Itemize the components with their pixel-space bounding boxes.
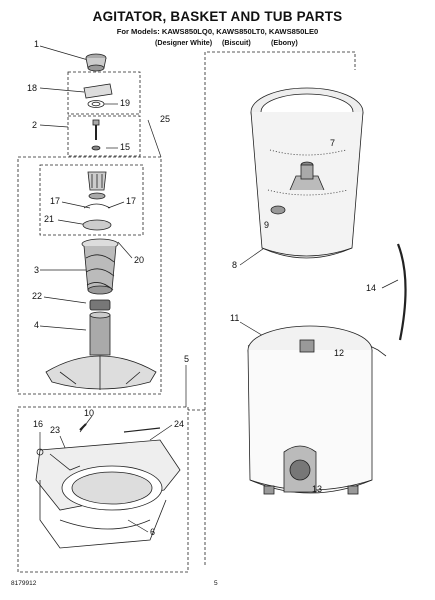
callout-17-left: 17 xyxy=(50,196,61,206)
callout-16: 16 xyxy=(33,419,44,429)
callout-6: 6 xyxy=(150,527,156,537)
wash-basket-part xyxy=(250,87,364,259)
callout-20: 20 xyxy=(134,255,145,265)
callout-1: 1 xyxy=(34,39,40,49)
callout-23: 23 xyxy=(50,425,61,435)
group-box-pump-base xyxy=(17,406,189,573)
callout-10: 10 xyxy=(84,408,95,418)
callout-15: 15 xyxy=(120,142,131,152)
callout-25: 25 xyxy=(160,114,171,124)
callout-22: 22 xyxy=(32,291,43,301)
callout-17-right: 17 xyxy=(126,196,137,206)
agitator-auger-part xyxy=(81,238,119,295)
models-line: For Models: KAWS850LQ0, KAWS850LT0, KAWS… xyxy=(116,27,319,36)
callout-5: 5 xyxy=(184,354,190,364)
cap-assembly-part xyxy=(83,83,113,108)
color-variant-ebony: (Ebony) xyxy=(271,38,298,47)
callout-14: 14 xyxy=(366,283,377,293)
dashed-route-basket xyxy=(204,51,356,565)
page-number: 5 xyxy=(214,580,218,587)
tub-ring-part xyxy=(396,243,407,341)
color-variant-biscuit: (Biscuit) xyxy=(222,38,251,47)
callout-8: 8 xyxy=(232,260,238,270)
group-box-agitator xyxy=(17,156,162,395)
callout-12: 12 xyxy=(334,348,345,358)
color-variant-white: (Designer White) xyxy=(155,38,213,47)
callout-24: 24 xyxy=(174,419,185,429)
callout-13: 13 xyxy=(312,484,323,494)
group-box-bolt xyxy=(67,115,141,157)
callout-2: 2 xyxy=(32,120,38,130)
bearing-part xyxy=(89,299,111,311)
callout-9: 9 xyxy=(264,220,270,230)
callout-7: 7 xyxy=(330,138,336,148)
callout-3: 3 xyxy=(34,265,40,275)
group-box-dogs xyxy=(39,164,144,236)
agitator-dogs-part xyxy=(82,171,112,231)
page-title: AGITATOR, BASKET AND TUB PARTS xyxy=(92,9,343,24)
callout-11: 11 xyxy=(230,313,240,323)
callout-19: 19 xyxy=(120,98,131,108)
callout-18: 18 xyxy=(27,83,38,93)
callout-4: 4 xyxy=(34,320,40,330)
group-box-cap xyxy=(67,71,141,115)
doc-number: 8179912 xyxy=(11,580,37,587)
agitator-cap-part xyxy=(85,53,107,72)
callout-21: 21 xyxy=(44,214,55,224)
agitator-base-part xyxy=(45,311,157,390)
drive-bell-part xyxy=(35,423,181,549)
outer-tub-part xyxy=(247,325,387,495)
bolt-part xyxy=(91,119,101,151)
